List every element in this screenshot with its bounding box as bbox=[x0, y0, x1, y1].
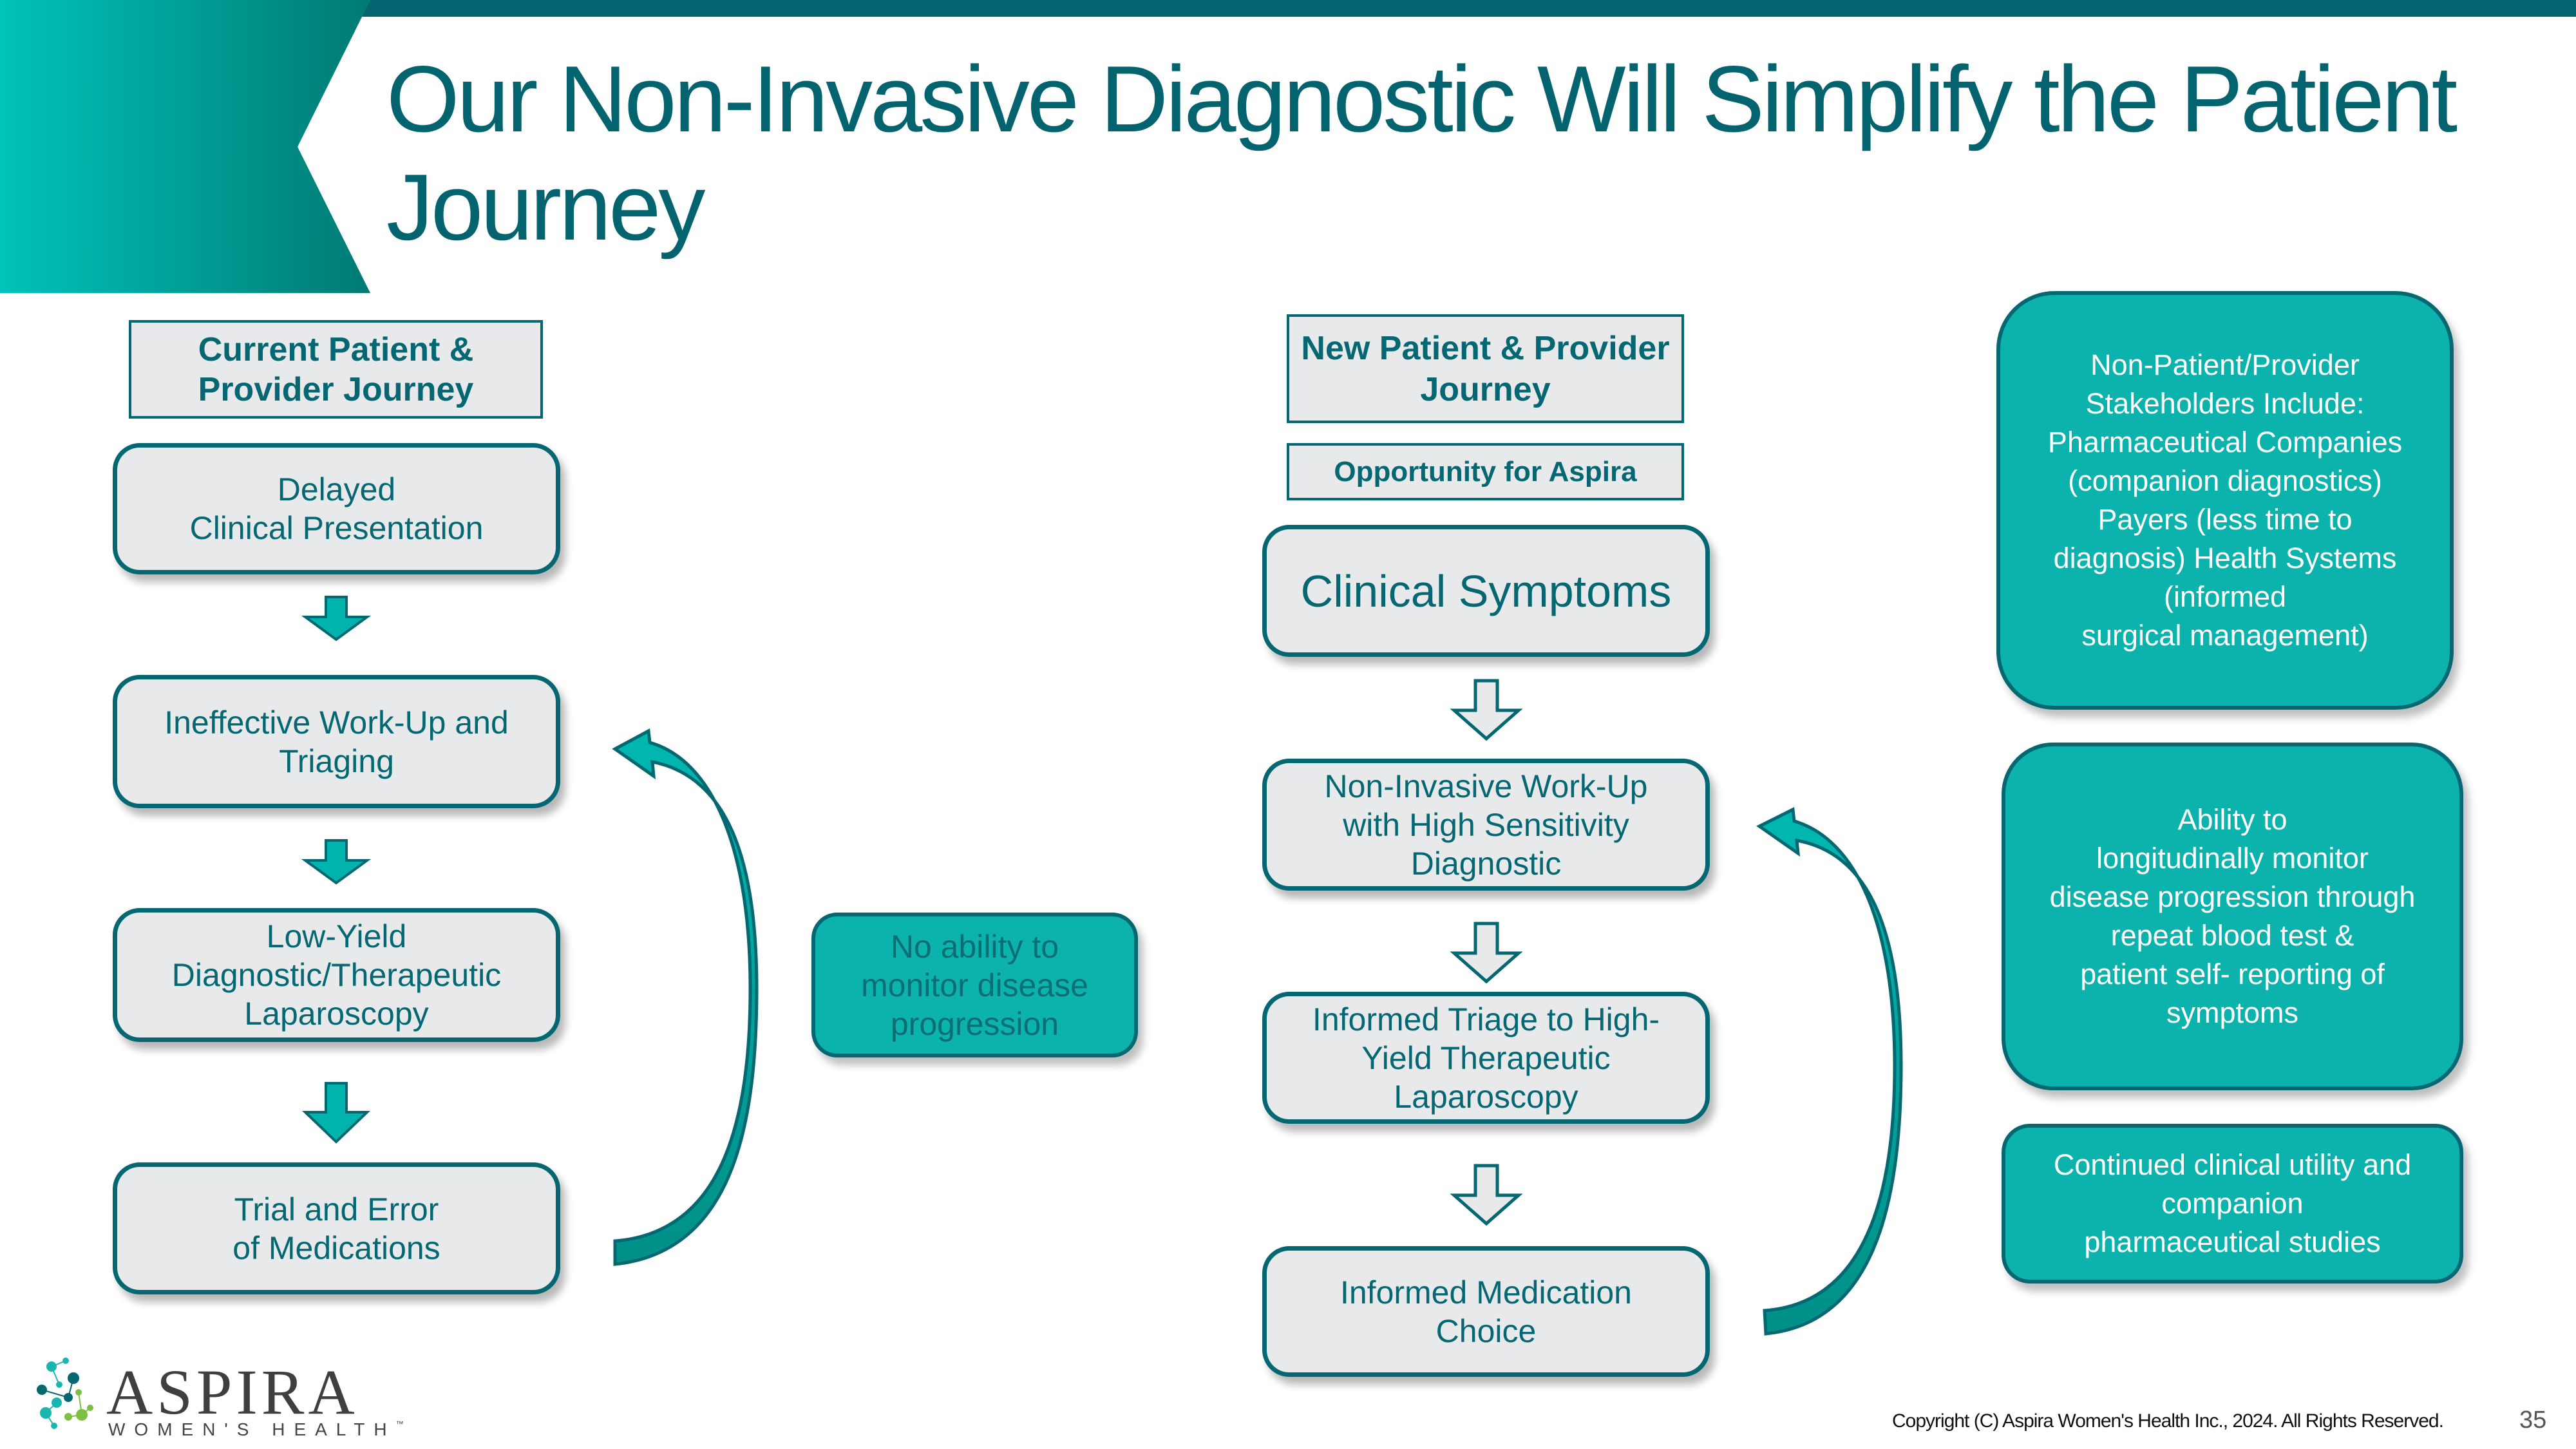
clinical-utility-panel: Continued clinical utility and companion… bbox=[2002, 1124, 2463, 1283]
down-arrow-filled-icon bbox=[301, 839, 372, 885]
copyright-notice: Copyright (C) Aspira Women's Health Inc.… bbox=[1892, 1410, 2444, 1432]
logo-tagline: WOMEN'S HEALTH™ bbox=[108, 1419, 404, 1440]
panel-text: Continued clinical utility and companion… bbox=[2053, 1148, 2412, 1258]
molecule-logo-icon bbox=[37, 1358, 93, 1429]
callout-text: No ability to monitor disease progressio… bbox=[861, 928, 1088, 1042]
step-label: Informed Triage to High- Yield Therapeut… bbox=[1312, 1001, 1660, 1115]
step-label: Low-Yield Diagnostic/Therapeutic Laparos… bbox=[171, 918, 502, 1032]
step-label: Clinical Symptoms bbox=[1300, 565, 1672, 616]
no-monitoring-callout: No ability to monitor disease progressio… bbox=[811, 913, 1138, 1057]
new-journey-header: New Patient & Provider Journey bbox=[1287, 314, 1684, 423]
current-step-delayed-presentation: Delayed Clinical Presentation bbox=[113, 443, 560, 574]
curved-loop-arrow-icon bbox=[612, 728, 759, 1266]
current-journey-header-text: Current Patient & Provider Journey bbox=[198, 330, 474, 408]
down-arrow-outline-icon bbox=[1450, 1164, 1523, 1226]
step-label: Trial and Error of Medications bbox=[232, 1191, 440, 1266]
new-step-informed-medication: Informed Medication Choice bbox=[1262, 1246, 1710, 1377]
step-label: Ineffective Work-Up and Triaging bbox=[164, 704, 509, 779]
logo-tagline-text: WOMEN'S HEALTH bbox=[108, 1419, 396, 1439]
panel-text: Non-Patient/Provider Stakeholders Includ… bbox=[2047, 348, 2403, 652]
panel-text: Ability to longitudinally monitor diseas… bbox=[2049, 803, 2416, 1029]
new-journey-header-text: New Patient & Provider Journey bbox=[1301, 329, 1670, 408]
down-arrow-outline-icon bbox=[1450, 679, 1523, 741]
page-number: 35 bbox=[2519, 1406, 2547, 1434]
step-label: Non-Invasive Work-Up with High Sensitivi… bbox=[1324, 768, 1648, 882]
logo-wordmark: ASPIRA bbox=[106, 1356, 359, 1428]
longitudinal-monitoring-panel: Ability to longitudinally monitor diseas… bbox=[2002, 743, 2463, 1090]
opportunity-header: Opportunity for Aspira bbox=[1287, 443, 1684, 500]
aspira-logo: ASPIRA WOMEN'S HEALTH™ bbox=[19, 1352, 404, 1439]
current-journey-header: Current Patient & Provider Journey bbox=[129, 320, 543, 419]
step-label: Informed Medication Choice bbox=[1340, 1274, 1632, 1349]
down-arrow-filled-icon bbox=[302, 1082, 370, 1144]
down-arrow-outline-icon bbox=[1450, 922, 1523, 984]
new-step-informed-triage: Informed Triage to High- Yield Therapeut… bbox=[1262, 992, 1710, 1124]
current-step-trial-and-error: Trial and Error of Medications bbox=[113, 1162, 560, 1294]
current-step-ineffective-workup: Ineffective Work-Up and Triaging bbox=[113, 675, 560, 808]
opportunity-header-text: Opportunity for Aspira bbox=[1334, 455, 1637, 488]
header-banner-chevron bbox=[0, 0, 370, 293]
new-step-clinical-symptoms: Clinical Symptoms bbox=[1262, 525, 1710, 657]
step-label: Delayed Clinical Presentation bbox=[189, 471, 484, 546]
trademark-mark: ™ bbox=[395, 1419, 404, 1428]
new-step-non-invasive-workup: Non-Invasive Work-Up with High Sensitivi… bbox=[1262, 759, 1710, 891]
slide-title: Our Non-Invasive Diagnostic Will Simplif… bbox=[386, 46, 2458, 260]
current-step-low-yield-laparoscopy: Low-Yield Diagnostic/Therapeutic Laparos… bbox=[113, 908, 560, 1042]
top-accent-bar bbox=[0, 0, 2576, 17]
down-arrow-filled-icon bbox=[301, 596, 372, 641]
curved-loop-arrow-icon bbox=[1756, 807, 1903, 1336]
stakeholders-panel: Non-Patient/Provider Stakeholders Includ… bbox=[1996, 291, 2454, 710]
